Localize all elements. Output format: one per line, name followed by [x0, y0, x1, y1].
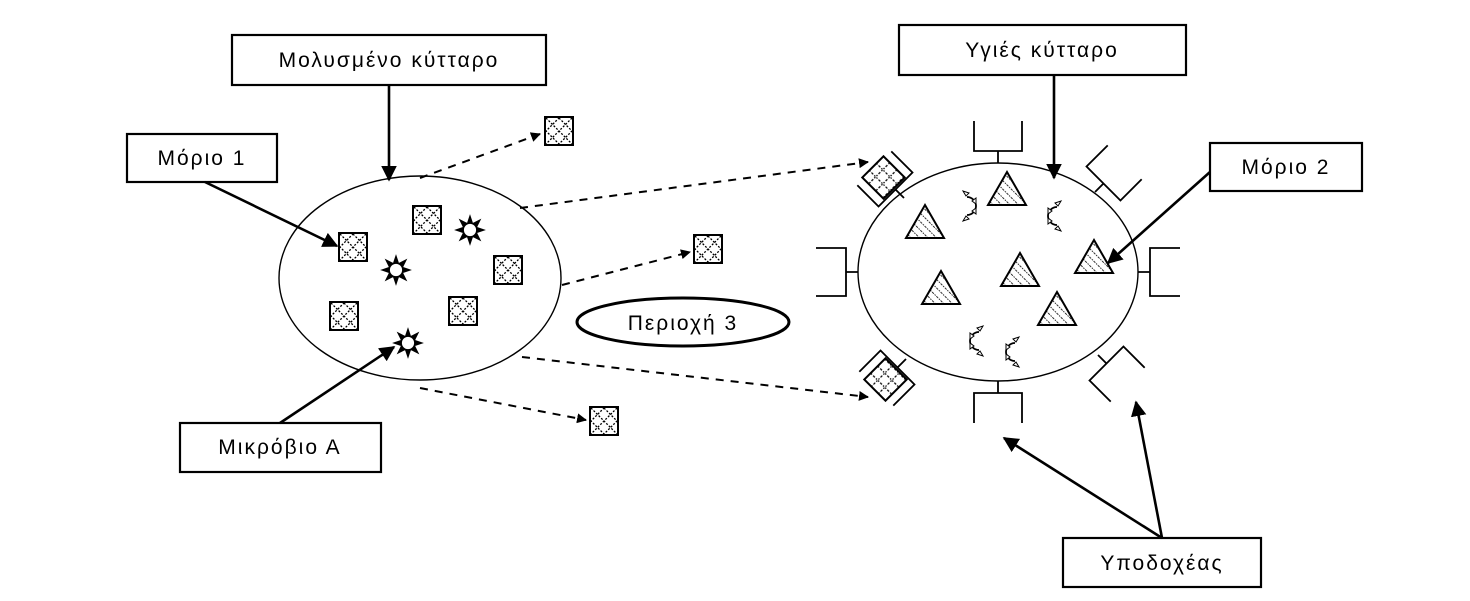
label-microbe-a: Μικρόβιο Α: [178, 421, 383, 474]
particle-2-icon: [1074, 239, 1114, 274]
particle-1-icon: [329, 301, 359, 331]
particle-1-icon: [589, 406, 619, 436]
microbe-a-icon: [455, 215, 485, 245]
release-arrow: [519, 158, 869, 209]
particle-2-icon: [905, 204, 945, 239]
microbe-fragment-icon: [1047, 200, 1062, 232]
label-particle-1-text: Μόριο 1: [158, 147, 247, 170]
microbe-a-icon: [381, 255, 411, 285]
particle-2-icon: [987, 171, 1027, 206]
label-region-3-text: Περιοχή 3: [628, 312, 738, 335]
receptor-icon: [815, 247, 859, 297]
receptor-icon: [973, 120, 1023, 164]
pointer-arrow: [1002, 436, 1163, 540]
label-receptor-text: Υποδοχέας: [1100, 552, 1223, 575]
particle-1-icon: [693, 234, 723, 264]
pointer-arrow: [204, 180, 339, 248]
bound-receptor-icon: [854, 148, 922, 216]
receptor-icon: [1080, 337, 1146, 403]
pointer-arrow: [1106, 171, 1211, 265]
particle-1-icon: [448, 296, 478, 326]
particle-1-icon: [544, 116, 574, 146]
microbe-a-icon: [393, 328, 423, 358]
label-receptor: Υποδοχέας: [1061, 536, 1263, 589]
label-microbe-a-text: Μικρόβιο Α: [218, 436, 341, 459]
label-infected-cell-text: Μολυσμένο κύτταρο: [279, 49, 500, 72]
label-particle-1: Μόριο 1: [125, 132, 279, 184]
receptor-icon: [1077, 144, 1143, 210]
particle-2-icon: [1037, 291, 1077, 326]
infected-cell-membrane: [278, 175, 562, 381]
microbe-fragment-icon: [962, 190, 977, 222]
label-healthy-cell: Υγιές κύτταρο: [897, 23, 1188, 77]
label-healthy-cell-text: Υγιές κύτταρο: [965, 39, 1119, 62]
label-region-3: Περιοχή 3: [575, 296, 791, 348]
release-arrow: [521, 356, 869, 401]
receptor-icon: [973, 380, 1023, 424]
pointer-arrow: [1130, 400, 1164, 539]
release-arrow: [419, 132, 541, 179]
label-particle-2: Μόριο 2: [1208, 141, 1364, 193]
particle-2-icon: [921, 270, 961, 305]
particle-2-icon: [1000, 252, 1040, 287]
microbe-fragment-icon: [969, 325, 984, 357]
microbe-fragment-icon: [1005, 336, 1020, 368]
release-arrow: [419, 387, 587, 424]
particle-1-icon: [412, 205, 442, 235]
release-arrow: [561, 249, 691, 286]
label-infected-cell: Μολυσμένο κύτταρο: [230, 33, 548, 87]
receptor-icon: [1137, 247, 1181, 297]
pointer-arrow: [279, 345, 396, 425]
particle-1-icon: [493, 255, 523, 285]
particle-1-icon: [338, 232, 368, 262]
infected-cell: [278, 175, 562, 381]
label-particle-2-text: Μόριο 2: [1242, 156, 1331, 179]
healthy-cell: [815, 120, 1181, 424]
